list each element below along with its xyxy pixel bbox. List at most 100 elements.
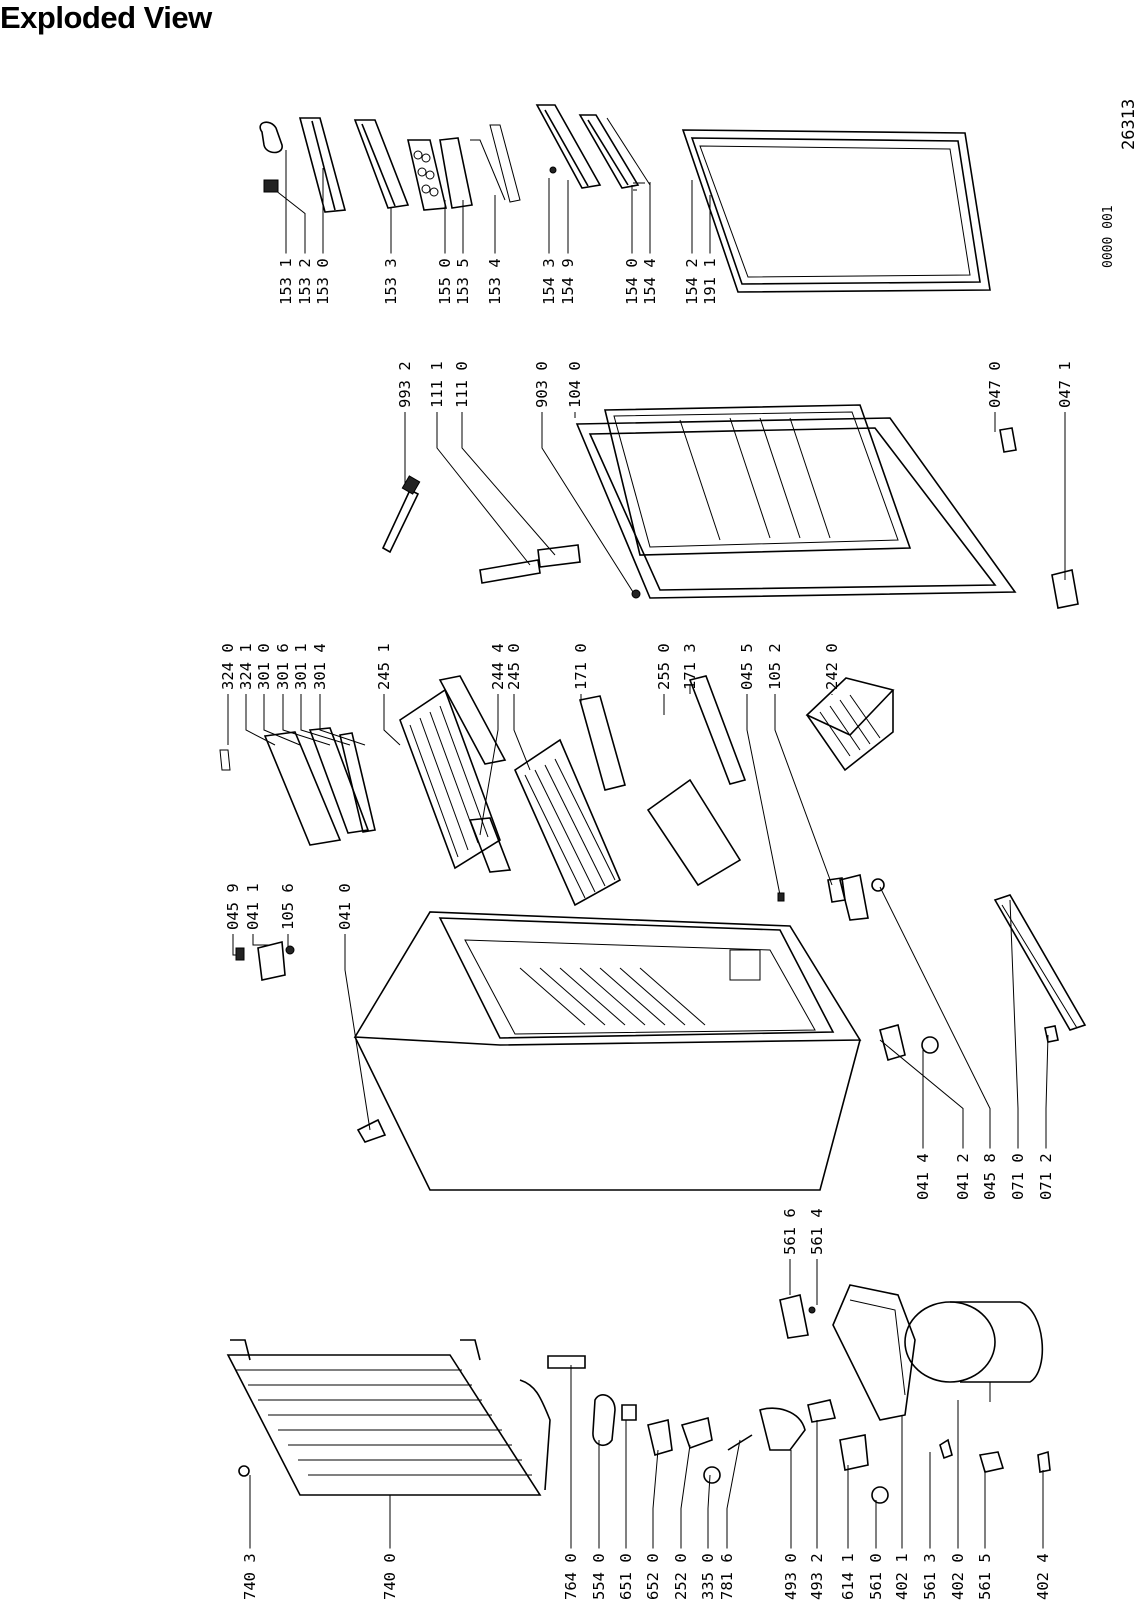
- part-callout: 111 0: [453, 361, 556, 556]
- cabinet-door-liner: [575, 404, 1017, 599]
- leader-line: [461, 412, 556, 556]
- part-number-label: 047 0: [986, 361, 1004, 408]
- leader-line: [680, 1444, 691, 1549]
- part-number-label: 335 0: [699, 1553, 717, 1600]
- part-number-label: 740 0: [381, 1553, 399, 1600]
- part-number-label: 244 4: [489, 643, 507, 690]
- part-number-label: 111 0: [453, 361, 471, 408]
- leader-line: [319, 694, 366, 746]
- part-callout: 651 0: [617, 1420, 635, 1600]
- part-number-label: 402 4: [1034, 1553, 1052, 1600]
- part-callout: 335 0: [699, 1474, 717, 1600]
- part-callout: 041 2: [879, 1039, 972, 1200]
- part-callout: 171 3: [681, 643, 699, 694]
- part-number-label: 252 0: [672, 1553, 690, 1600]
- part-callout: 554 0: [590, 1440, 608, 1600]
- part-number-label: 301 4: [311, 643, 329, 690]
- part-number-label: 155 0: [436, 258, 454, 305]
- part-number-label: 154 0: [623, 258, 641, 305]
- part-callout: 154 0: [623, 185, 641, 305]
- part-callout: 402 0: [949, 1400, 967, 1600]
- part-callout: 153 2: [274, 189, 314, 305]
- part-number-label: 104 0: [566, 361, 584, 408]
- leader-line: [746, 694, 781, 896]
- leader-line: [774, 694, 833, 886]
- leader-line: [263, 694, 301, 746]
- part-number-label: 402 1: [893, 1553, 911, 1600]
- compressor-base: [832, 1284, 1051, 1473]
- part-number-label: 041 4: [914, 1153, 932, 1200]
- part-callout: 561 6: [781, 1208, 799, 1295]
- hinge-top: [235, 940, 387, 1143]
- part-callout: 104 0: [566, 361, 584, 418]
- part-number-label: 781 6: [718, 1553, 736, 1600]
- part-callout: 153 1: [277, 150, 295, 305]
- part-callout: 171 0: [572, 643, 590, 705]
- page-title: Exploded View: [0, 0, 212, 35]
- part-callout: 614 1: [839, 1465, 857, 1600]
- cabinet-body: [353, 911, 862, 1191]
- part-callout: 154 2: [683, 180, 701, 305]
- part-callout: 155 0: [436, 200, 454, 305]
- door-shelves: [298, 104, 651, 213]
- part-callout: 047 0: [986, 361, 1004, 432]
- document-id-number: 26313: [1119, 99, 1139, 150]
- document-id-prefix: 0000 001: [1101, 205, 1116, 268]
- part-callout: 105 2: [766, 643, 833, 886]
- part-number-label: 047 1: [1056, 361, 1074, 408]
- part-number-label: 301 6: [274, 643, 292, 690]
- part-number-label: 554 0: [590, 1553, 608, 1600]
- part-number-label: 561 5: [976, 1553, 994, 1600]
- part-callout: 493 0: [782, 1450, 800, 1600]
- condenser: [226, 1339, 551, 1496]
- part-callout: 781 6: [718, 1439, 741, 1600]
- part-callout: 153 4: [486, 195, 504, 305]
- part-callout: 740 3: [241, 1475, 259, 1600]
- part-callout: 652 0: [644, 1449, 662, 1600]
- part-number-label: 071 2: [1037, 1153, 1055, 1200]
- base-rail: [993, 894, 1087, 1043]
- parts-drawing: [219, 104, 1087, 1504]
- part-callout: 047 1: [1056, 361, 1074, 580]
- part-number-label: 153 0: [314, 258, 332, 305]
- part-number-label: 245 1: [375, 643, 393, 690]
- part-number-label: 041 0: [336, 883, 354, 930]
- document-id: 0000 001 26313: [1101, 99, 1139, 268]
- compressor-components: [547, 1294, 889, 1504]
- leader-line: [513, 694, 531, 771]
- leader-line: [245, 694, 276, 746]
- part-number-label: 041 1: [244, 883, 262, 930]
- part-number-label: 561 3: [921, 1553, 939, 1600]
- part-callout: 041 1: [244, 883, 270, 946]
- part-number-label: 402 0: [949, 1553, 967, 1600]
- part-callout: 245 1: [375, 643, 401, 746]
- part-callout: 561 4: [808, 1208, 826, 1305]
- part-callout: 561 3: [921, 1452, 939, 1600]
- part-callout: 324 1: [237, 643, 276, 746]
- part-callout: 154 4: [641, 182, 659, 305]
- hinge-bottom: [777, 874, 939, 1061]
- leader-line: [879, 1039, 964, 1149]
- part-number-label: 154 4: [641, 258, 659, 305]
- part-number-label: 993 2: [396, 361, 414, 408]
- leader-line: [726, 1439, 741, 1549]
- part-callout: 903 0: [533, 361, 634, 593]
- part-callout: 493 2: [808, 1420, 826, 1600]
- part-callout: 402 1: [893, 1415, 911, 1600]
- leader-line: [1009, 899, 1019, 1149]
- leader-line: [383, 694, 401, 746]
- part-number-label: 614 1: [839, 1553, 857, 1600]
- part-number-label: 154 9: [559, 258, 577, 305]
- part-number-label: 071 0: [1009, 1153, 1027, 1200]
- part-number-label: 242 0: [823, 643, 841, 690]
- part-callout: 242 0: [823, 643, 841, 695]
- part-number-label: 105 2: [766, 643, 784, 690]
- part-callout: 764 0: [562, 1365, 580, 1600]
- part-callout: 071 2: [1037, 1034, 1055, 1200]
- part-callout: 045 5: [738, 643, 781, 896]
- part-number-label: 045 9: [224, 883, 242, 930]
- part-number-label: 245 0: [505, 643, 523, 690]
- part-number-label: 324 0: [219, 643, 237, 690]
- part-callout: 105 6: [279, 883, 297, 951]
